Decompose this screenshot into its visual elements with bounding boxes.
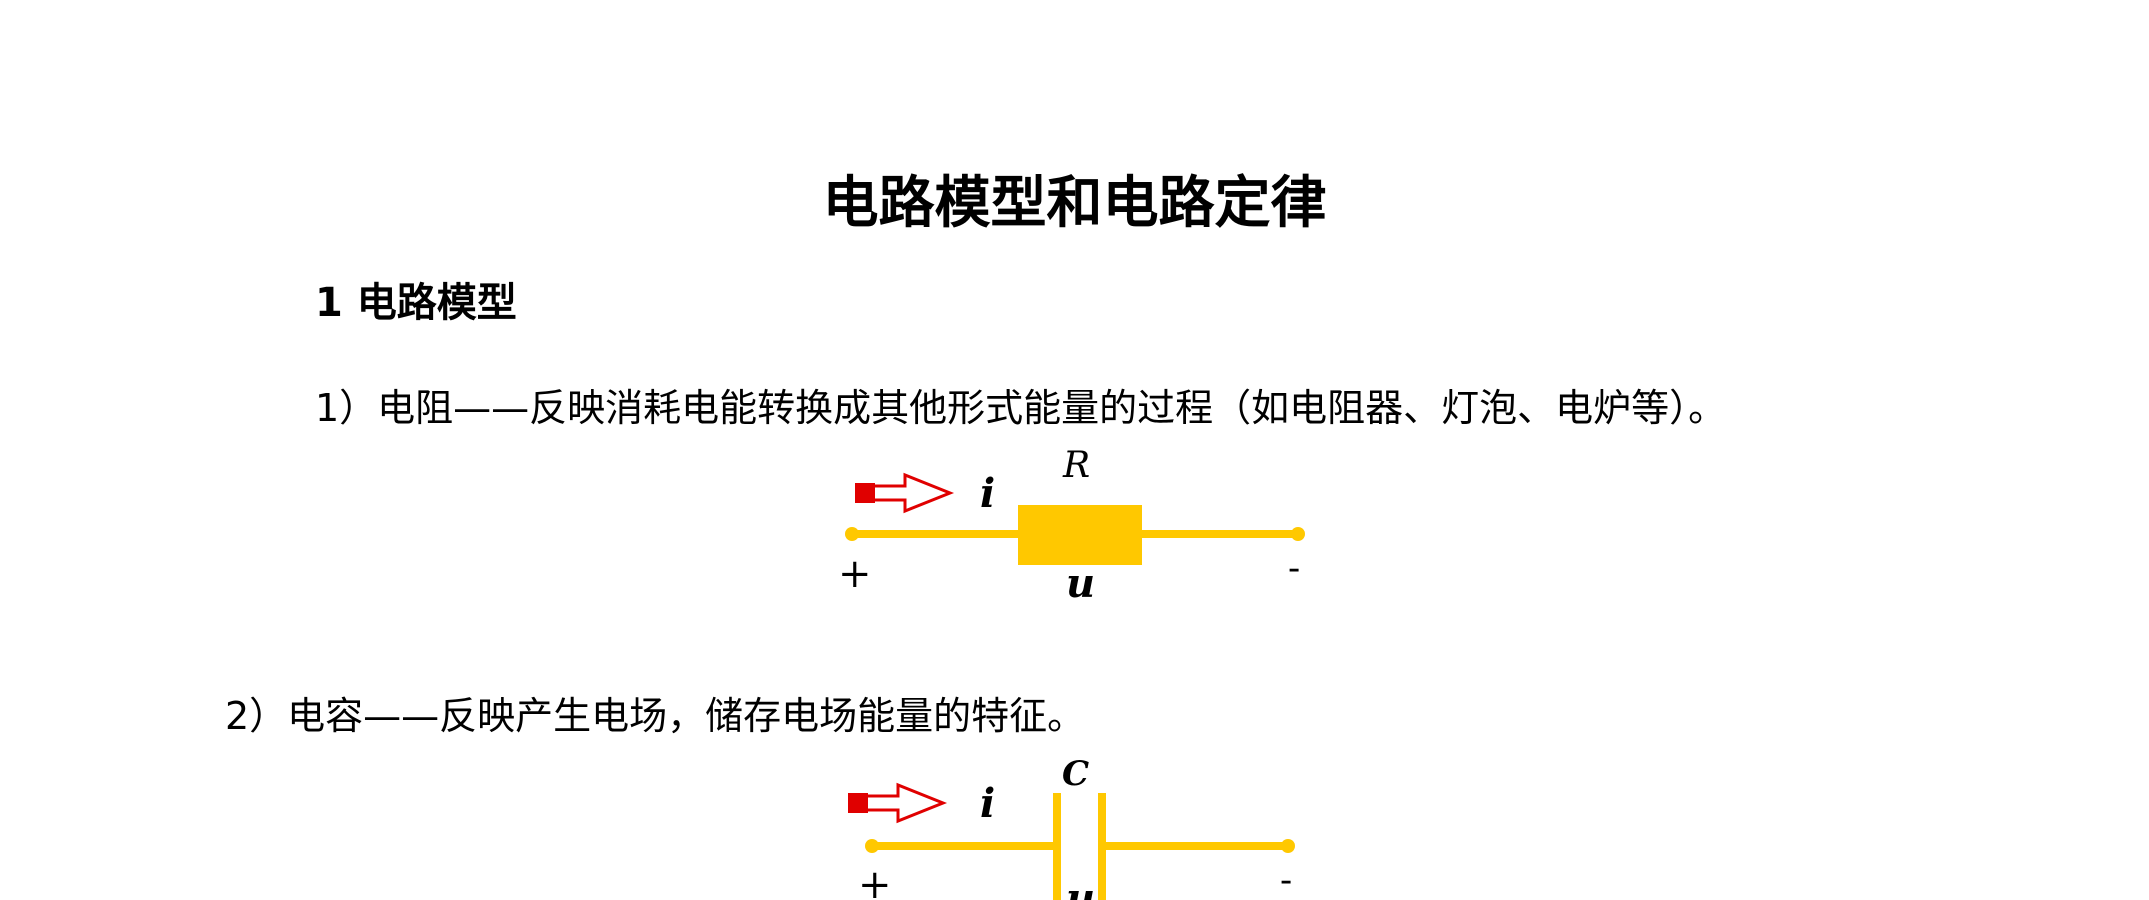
resistor-label: R bbox=[1062, 445, 1090, 486]
capacitor-plate-right bbox=[1098, 793, 1106, 900]
page-title: 电路模型和电路定律 bbox=[822, 171, 1327, 236]
current-arrow-icon bbox=[855, 472, 955, 514]
voltage-label: u bbox=[1066, 560, 1095, 607]
minus-label: - bbox=[1288, 548, 1300, 589]
capacitor-diagram: i C + - u bbox=[848, 754, 1295, 900]
capacitor-label: C bbox=[1062, 754, 1089, 794]
current-label: i bbox=[980, 780, 995, 827]
resistor-body bbox=[1018, 505, 1142, 565]
resistor-description: 1）电阻——反映消耗电能转换成其他形式能量的过程（如电阻器、灯泡、电炉等）。 bbox=[315, 386, 1727, 430]
plus-label: + bbox=[858, 862, 892, 900]
resistor-diagram: i R + - u bbox=[838, 445, 1305, 607]
voltage-label: u bbox=[1066, 875, 1095, 900]
current-label: i bbox=[980, 470, 995, 517]
capacitor-plate-left bbox=[1053, 793, 1061, 900]
terminal-right bbox=[1281, 839, 1295, 853]
terminal-right bbox=[1291, 527, 1305, 541]
section-heading: 1 电路模型 bbox=[315, 280, 517, 326]
capacitor-description: 2）电容——反映产生电场，储存电场能量的特征。 bbox=[225, 694, 1086, 738]
current-arrow-icon bbox=[848, 782, 948, 824]
terminal-left bbox=[845, 527, 859, 541]
terminal-left bbox=[865, 839, 879, 853]
minus-label: - bbox=[1280, 860, 1292, 900]
plus-label: + bbox=[838, 551, 872, 597]
